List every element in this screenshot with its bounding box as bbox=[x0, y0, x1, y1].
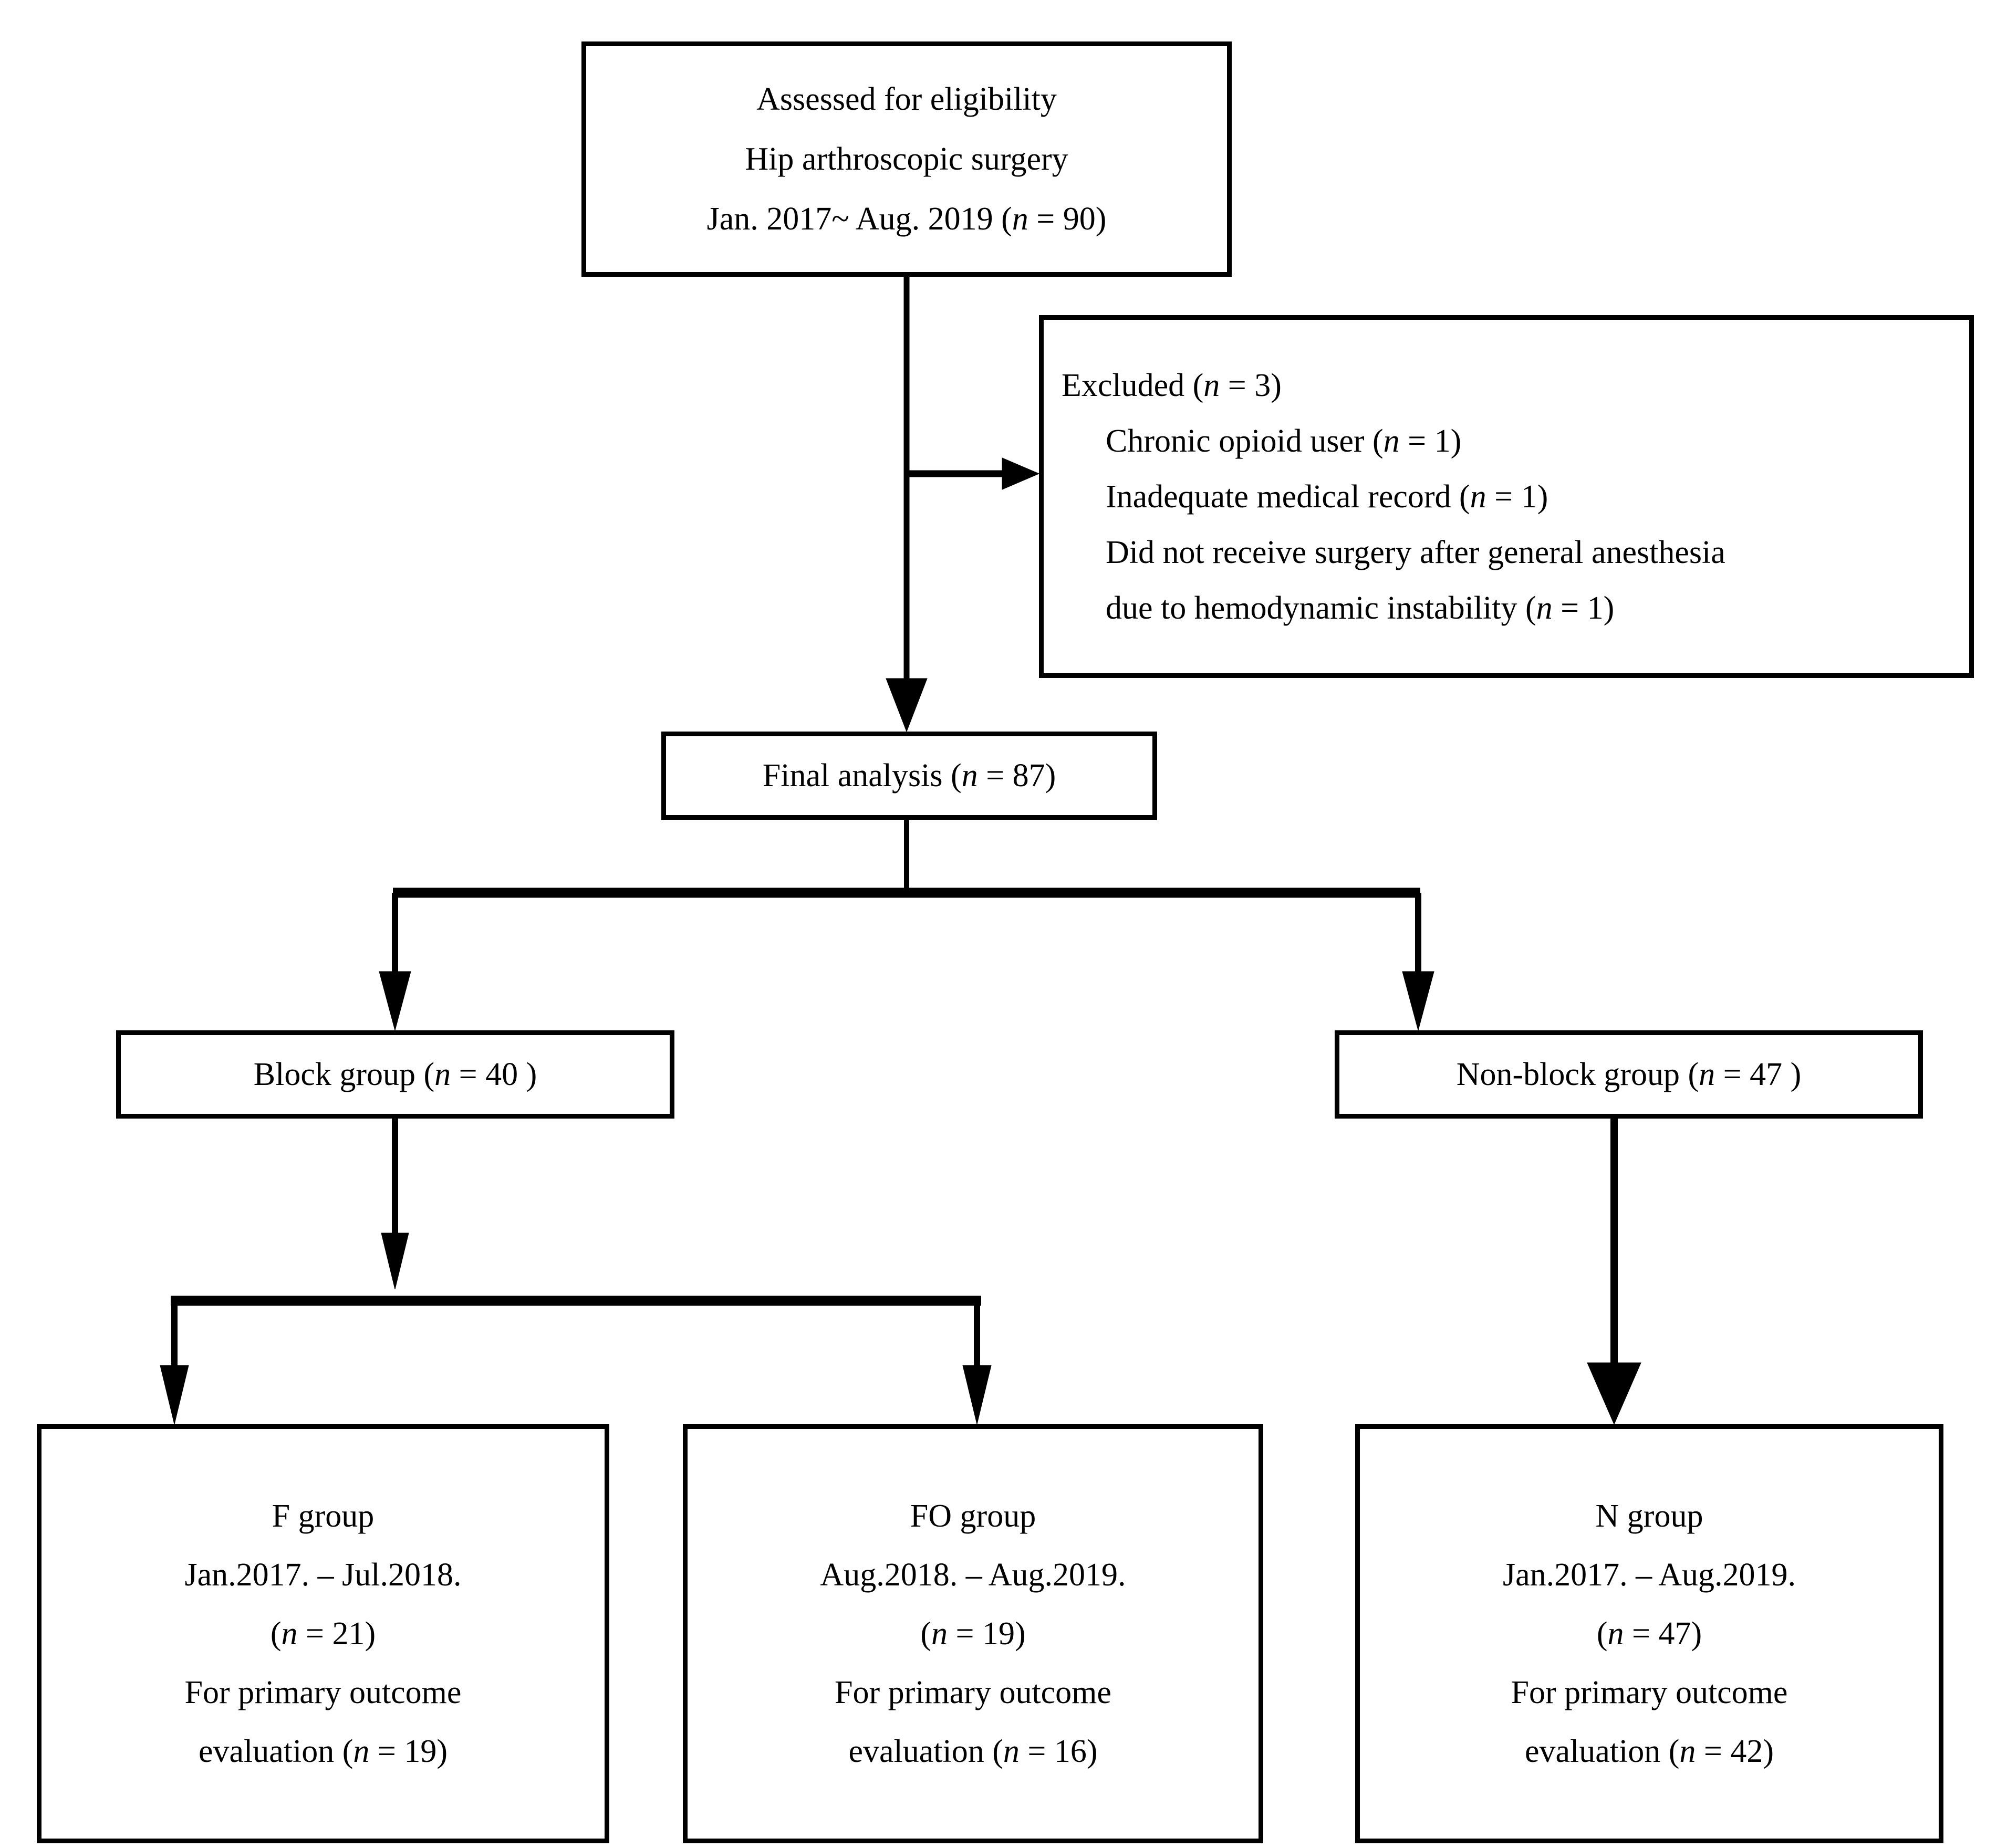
excluded-item-4-n-symbol: n bbox=[1536, 590, 1553, 626]
assessed-line-3-suffix: = 90) bbox=[1028, 201, 1107, 237]
fo-group-outcome-prefix: evaluation ( bbox=[848, 1734, 1003, 1769]
non-block-group-n-symbol: n bbox=[1699, 1057, 1715, 1092]
arrowhead-block bbox=[379, 971, 411, 1031]
block-group-n-symbol: n bbox=[434, 1057, 451, 1092]
node-fo-group: FO group Aug.2018. – Aug.2019. (n = 19) … bbox=[683, 1424, 1263, 1843]
excluded-item-4: due to hemodynamic instability (n = 1) bbox=[1062, 592, 1951, 624]
block-group-text: Block group (n = 40 ) bbox=[131, 1058, 659, 1091]
f-group-outcome-n-symbol: n bbox=[353, 1734, 370, 1769]
n-group-count-n-symbol: n bbox=[1607, 1616, 1624, 1652]
f-group-outcome-prefix: evaluation ( bbox=[198, 1734, 353, 1769]
fo-group-title: FO group bbox=[910, 1498, 1036, 1534]
excluded-heading-prefix: Excluded ( bbox=[1062, 367, 1204, 403]
n-group-outcome-prefix: evaluation ( bbox=[1524, 1734, 1680, 1769]
arrowhead-nonblock bbox=[1402, 971, 1434, 1031]
f-group-count-suffix: = 21) bbox=[297, 1616, 376, 1652]
node-f-group: F group Jan.2017. – Jul.2018. (n = 21) F… bbox=[37, 1424, 609, 1843]
f-group-count-prefix: ( bbox=[270, 1616, 282, 1652]
fo-group-period: Aug.2018. – Aug.2019. bbox=[820, 1557, 1126, 1593]
excluded-item-2: Inadequate medical record (n = 1) bbox=[1062, 481, 1951, 513]
excluded-item-4-suffix: = 1) bbox=[1552, 590, 1615, 626]
excluded-item-2-n-symbol: n bbox=[1470, 478, 1486, 515]
fo-group-count-n-symbol: n bbox=[931, 1616, 948, 1652]
excluded-item-1-prefix: Chronic opioid user ( bbox=[1106, 423, 1384, 459]
fo-group-count-suffix: = 19) bbox=[948, 1616, 1026, 1652]
n-group-outcome-line-1: For primary outcome bbox=[1511, 1675, 1788, 1710]
block-group-suffix: = 40 ) bbox=[451, 1057, 537, 1092]
arrowhead-excluded bbox=[1002, 457, 1040, 490]
node-assessed-for-eligibility: Assessed for eligibility Hip arthroscopi… bbox=[581, 41, 1232, 277]
excluded-heading-n-symbol: n bbox=[1203, 367, 1220, 403]
fo-group-count: (n = 19) bbox=[701, 1617, 1245, 1650]
block-group-prefix: Block group ( bbox=[253, 1057, 435, 1092]
f-group-title: F group bbox=[272, 1498, 375, 1534]
final-analysis-n-symbol: n bbox=[961, 758, 978, 794]
non-block-group-prefix: Non-block group ( bbox=[1456, 1057, 1699, 1092]
n-group-count: (n = 47) bbox=[1374, 1617, 1925, 1650]
f-group-outcome-suffix: = 19) bbox=[369, 1734, 448, 1769]
assessed-line-2: Hip arthroscopic surgery bbox=[745, 141, 1068, 177]
assessed-line-1: Assessed for eligibility bbox=[756, 81, 1057, 117]
assessed-line-3-n-symbol: n bbox=[1012, 201, 1028, 237]
n-group-outcome-n-symbol: n bbox=[1679, 1734, 1696, 1769]
fo-group-count-prefix: ( bbox=[920, 1616, 932, 1652]
f-group-outcome-line-1: For primary outcome bbox=[184, 1675, 462, 1710]
arrowhead-final bbox=[886, 678, 928, 733]
final-analysis-suffix: = 87) bbox=[977, 758, 1056, 794]
node-non-block-group: Non-block group (n = 47 ) bbox=[1335, 1030, 1923, 1119]
excluded-item-1-suffix: = 1) bbox=[1399, 423, 1462, 459]
fo-group-outcome-n-symbol: n bbox=[1003, 1734, 1020, 1769]
arrowhead-block-split bbox=[381, 1233, 409, 1290]
n-group-count-prefix: ( bbox=[1596, 1616, 1608, 1652]
excluded-heading: Excluded (n = 3) bbox=[1062, 369, 1951, 402]
excluded-heading-suffix: = 3) bbox=[1220, 367, 1282, 403]
excluded-item-2-prefix: Inadequate medical record ( bbox=[1106, 478, 1470, 515]
f-group-outcome-line-2: evaluation (n = 19) bbox=[55, 1735, 591, 1768]
n-group-count-suffix: = 47) bbox=[1624, 1616, 1702, 1652]
node-block-group: Block group (n = 40 ) bbox=[116, 1030, 674, 1119]
n-group-title: N group bbox=[1595, 1498, 1703, 1534]
assessed-line-3: Jan. 2017~ Aug. 2019 (n = 90) bbox=[602, 203, 1211, 235]
fo-group-outcome-line-2: evaluation (n = 16) bbox=[701, 1735, 1245, 1768]
fo-group-outcome-suffix: = 16) bbox=[1019, 1734, 1098, 1769]
excluded-item-2-suffix: = 1) bbox=[1486, 478, 1548, 515]
n-group-outcome-line-2: evaluation (n = 42) bbox=[1374, 1735, 1925, 1768]
f-group-period: Jan.2017. – Jul.2018. bbox=[184, 1557, 462, 1593]
fo-group-outcome-line-1: For primary outcome bbox=[835, 1675, 1111, 1710]
final-analysis-text: Final analysis (n = 87) bbox=[677, 759, 1142, 792]
excluded-item-3: Did not receive surgery after general an… bbox=[1106, 534, 1725, 570]
final-analysis-prefix: Final analysis ( bbox=[762, 758, 962, 794]
f-group-count-n-symbol: n bbox=[281, 1616, 298, 1652]
arrowhead-f-group bbox=[160, 1365, 189, 1425]
f-group-count: (n = 21) bbox=[55, 1617, 591, 1650]
assessed-line-3-prefix: Jan. 2017~ Aug. 2019 ( bbox=[706, 201, 1012, 237]
excluded-item-1: Chronic opioid user (n = 1) bbox=[1062, 425, 1951, 457]
arrowhead-fo-group bbox=[962, 1365, 992, 1425]
excluded-item-4-prefix: due to hemodynamic instability ( bbox=[1106, 590, 1536, 626]
non-block-group-suffix: = 47 ) bbox=[1715, 1057, 1802, 1092]
non-block-group-text: Non-block group (n = 47 ) bbox=[1350, 1058, 1908, 1091]
node-final-analysis: Final analysis (n = 87) bbox=[661, 732, 1157, 820]
node-excluded: Excluded (n = 3) Chronic opioid user (n … bbox=[1039, 315, 1974, 678]
n-group-period: Jan.2017. – Aug.2019. bbox=[1503, 1557, 1796, 1593]
n-group-outcome-suffix: = 42) bbox=[1696, 1734, 1774, 1769]
arrowhead-n-group bbox=[1587, 1362, 1641, 1425]
node-n-group: N group Jan.2017. – Aug.2019. (n = 47) F… bbox=[1355, 1424, 1943, 1843]
excluded-item-1-n-symbol: n bbox=[1383, 423, 1400, 459]
